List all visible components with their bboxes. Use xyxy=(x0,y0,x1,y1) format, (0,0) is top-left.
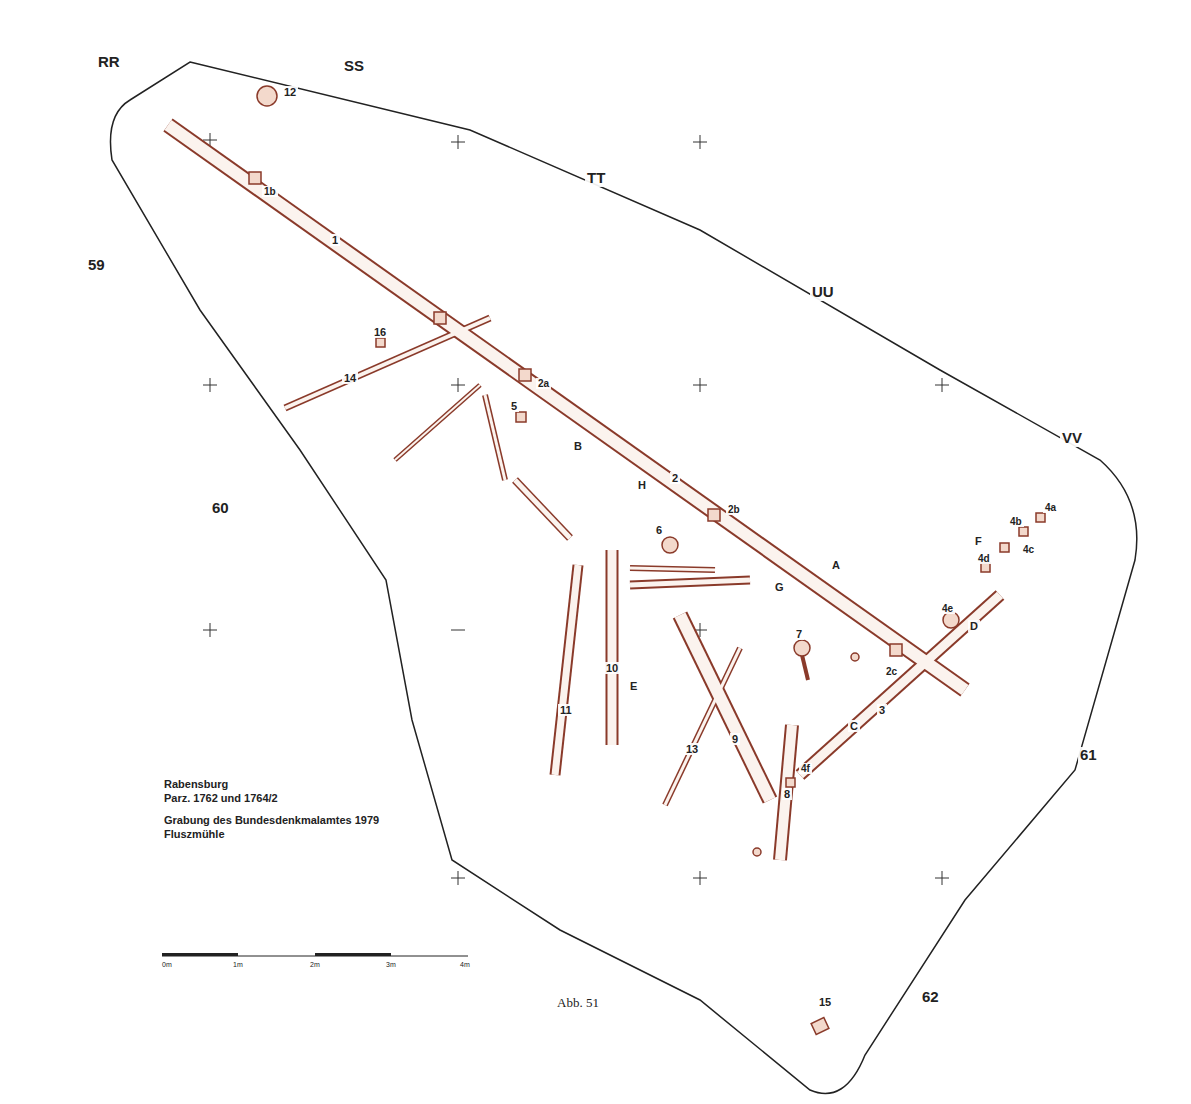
callout-number: 2a xyxy=(536,378,551,389)
excavation-outline xyxy=(110,62,1136,1093)
callout-number: 16 xyxy=(372,326,388,338)
callout-number: 5 xyxy=(509,400,519,412)
callout-number: 2c xyxy=(884,666,899,677)
callout-number: E xyxy=(628,680,639,692)
callout-number: C xyxy=(848,720,860,732)
callout-number: 1b xyxy=(262,186,278,197)
callout-number: 6 xyxy=(654,524,664,536)
grid-label: VV xyxy=(1060,430,1084,447)
callout-number: H xyxy=(636,479,648,491)
callout-number: 2b xyxy=(726,504,742,515)
callout-number: 4b xyxy=(1008,516,1024,527)
callout-number: 8 xyxy=(782,788,792,800)
plan-note: Rabensburg xyxy=(162,778,230,790)
callout-number: F xyxy=(973,535,984,547)
grid-label: TT xyxy=(585,170,607,187)
callout-number: D xyxy=(968,620,980,632)
grid-label: RR xyxy=(96,54,122,71)
callout-number: 13 xyxy=(684,743,700,755)
posts xyxy=(249,86,1045,1034)
plan-note: Parz. 1762 und 1764/2 xyxy=(162,792,280,804)
grid-label: 61 xyxy=(1078,747,1099,764)
callout-number: 4c xyxy=(1021,544,1036,555)
callout-number: 4f xyxy=(799,763,812,774)
grid-crosses xyxy=(203,133,949,885)
callout-number: 7 xyxy=(794,628,804,640)
callout-number: 3 xyxy=(877,704,887,716)
plan-note: Fluszmühle xyxy=(162,828,227,840)
figure-caption: Abb. 51 xyxy=(555,996,601,1010)
scale-label: 1m xyxy=(231,961,245,969)
callout-number: 9 xyxy=(730,733,740,745)
callout-number: 11 xyxy=(558,704,574,716)
callout-number: B xyxy=(572,440,584,452)
scale-bar xyxy=(162,953,468,956)
callout-number: 10 xyxy=(604,662,620,674)
callout-number: 4e xyxy=(940,603,955,614)
callout-number: 12 xyxy=(282,86,298,98)
callout-number: 15 xyxy=(817,996,833,1008)
grid-label: 60 xyxy=(210,500,231,517)
scale-label: 0m xyxy=(160,961,174,969)
callout-number: 2 xyxy=(670,472,680,484)
grid-label: 59 xyxy=(86,257,107,274)
grid-label: UU xyxy=(810,284,836,301)
grid-label: SS xyxy=(342,58,366,75)
scale-label: 3m xyxy=(384,961,398,969)
callout-number: 4a xyxy=(1043,502,1058,513)
timber-beams xyxy=(168,125,1000,860)
callout-number: 14 xyxy=(342,372,358,384)
callout-number: 1 xyxy=(330,234,340,246)
callout-number: 4d xyxy=(976,553,992,564)
callout-number: A xyxy=(830,559,842,571)
plan-note: Grabung des Bundesdenkmalamtes 1979 xyxy=(162,814,381,826)
callout-number: G xyxy=(773,581,786,593)
scale-label: 4m xyxy=(458,961,472,969)
scale-label: 2m xyxy=(308,961,322,969)
grid-label: 62 xyxy=(920,989,941,1006)
